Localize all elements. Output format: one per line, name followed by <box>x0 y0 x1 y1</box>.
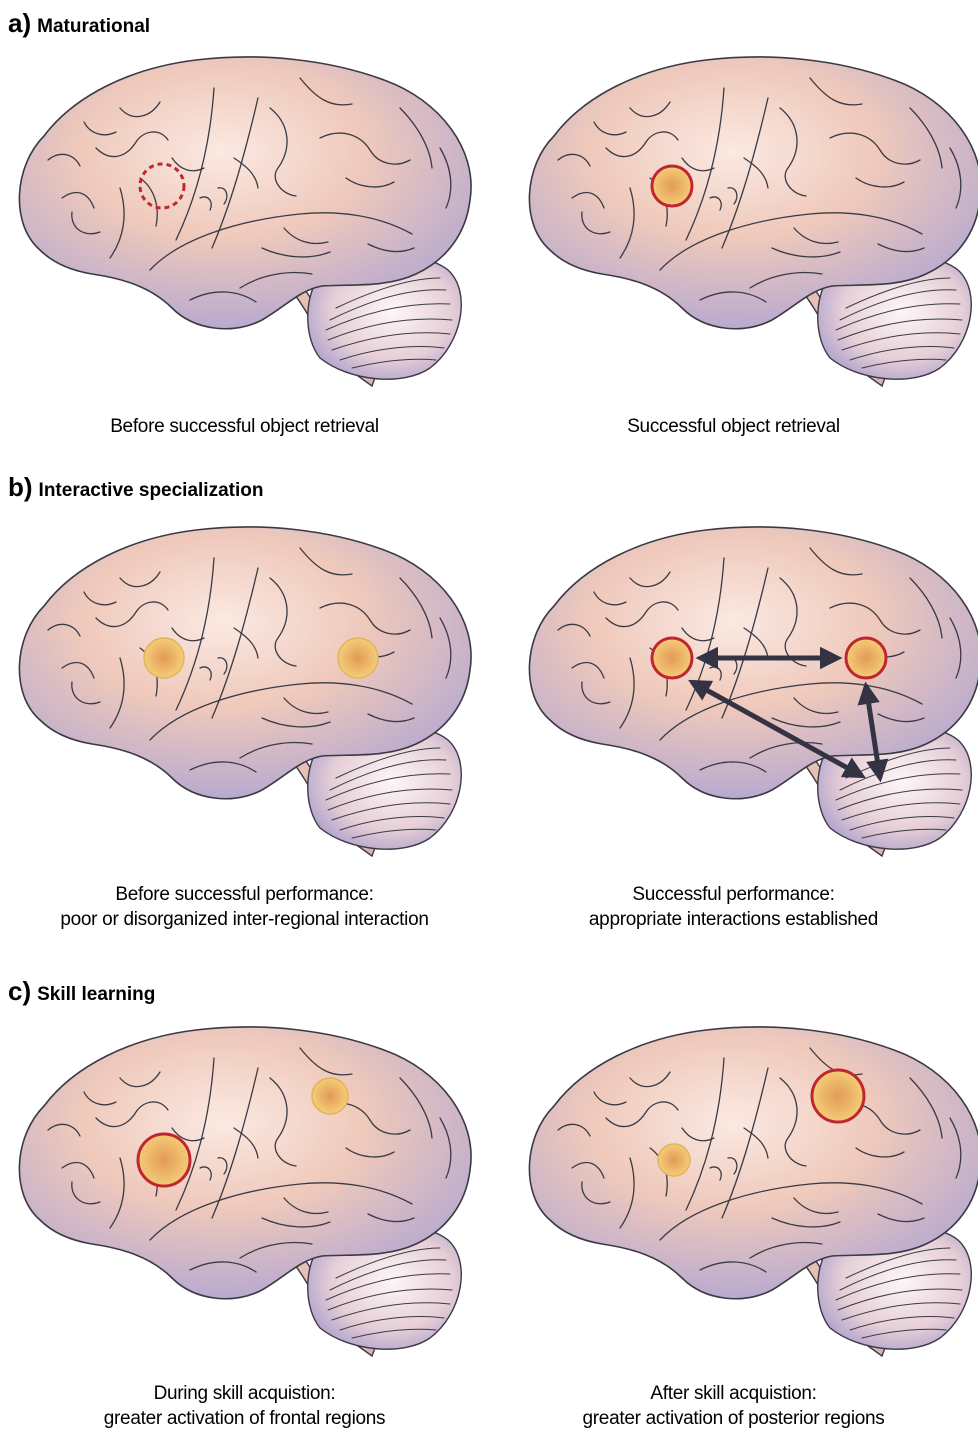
brain-panel-c-before <box>0 1008 489 1348</box>
active-region <box>138 1134 190 1186</box>
brain-panel-b-before <box>0 508 489 848</box>
brain-illustration <box>0 1008 489 1368</box>
section-title: Interactive specialization <box>39 480 264 502</box>
active-region <box>812 1070 864 1122</box>
active-region <box>652 638 692 678</box>
caption-a-before: Before successful object retrieval <box>0 414 489 439</box>
section-header-c: c) Skill learning <box>8 976 155 1004</box>
caption-line: Before successful object retrieval <box>0 414 489 439</box>
brain-illustration <box>0 508 489 868</box>
weak-region <box>338 638 378 678</box>
caption-line: appropriate interactions established <box>489 907 978 932</box>
caption-line: poor or disorganized inter-regional inte… <box>0 907 489 932</box>
caption-c-before: During skill acquistion: greater activat… <box>0 1381 489 1431</box>
brain-illustration <box>510 1008 978 1368</box>
caption-line: greater activation of frontal regions <box>0 1406 489 1431</box>
weak-region <box>144 638 184 678</box>
active-region <box>846 638 886 678</box>
section-title: Skill learning <box>37 984 155 1006</box>
weak-region <box>312 1078 348 1114</box>
section-letter: a) <box>8 8 31 39</box>
brain-panel-a-before <box>0 38 489 378</box>
section-title: Maturational <box>37 16 150 38</box>
section-letter: c) <box>8 976 31 1007</box>
brain-panel-a-after <box>510 38 978 378</box>
caption-b-before: Before successful performance: poor or d… <box>0 882 489 932</box>
caption-b-after: Successful performance: appropriate inte… <box>489 882 978 932</box>
brain-panel-c-after <box>510 1008 978 1348</box>
brain-panel-b-after <box>510 508 978 848</box>
brain-illustration <box>510 508 978 868</box>
caption-line: Successful object retrieval <box>489 414 978 439</box>
caption-line: Successful performance: <box>489 882 978 907</box>
brain-illustration <box>510 38 978 398</box>
caption-line: Before successful performance: <box>0 882 489 907</box>
section-header-b: b) Interactive specialization <box>8 472 263 500</box>
caption-line: After skill acquistion: <box>489 1381 978 1406</box>
brain-illustration <box>0 38 489 398</box>
caption-c-after: After skill acquistion: greater activati… <box>489 1381 978 1431</box>
caption-line: During skill acquistion: <box>0 1381 489 1406</box>
active-region <box>652 166 692 206</box>
section-header-a: a) Maturational <box>8 8 150 36</box>
section-letter: b) <box>8 472 33 503</box>
caption-line: greater activation of posterior regions <box>489 1406 978 1431</box>
weak-region <box>658 1144 690 1176</box>
caption-a-after: Successful object retrieval <box>489 414 978 439</box>
